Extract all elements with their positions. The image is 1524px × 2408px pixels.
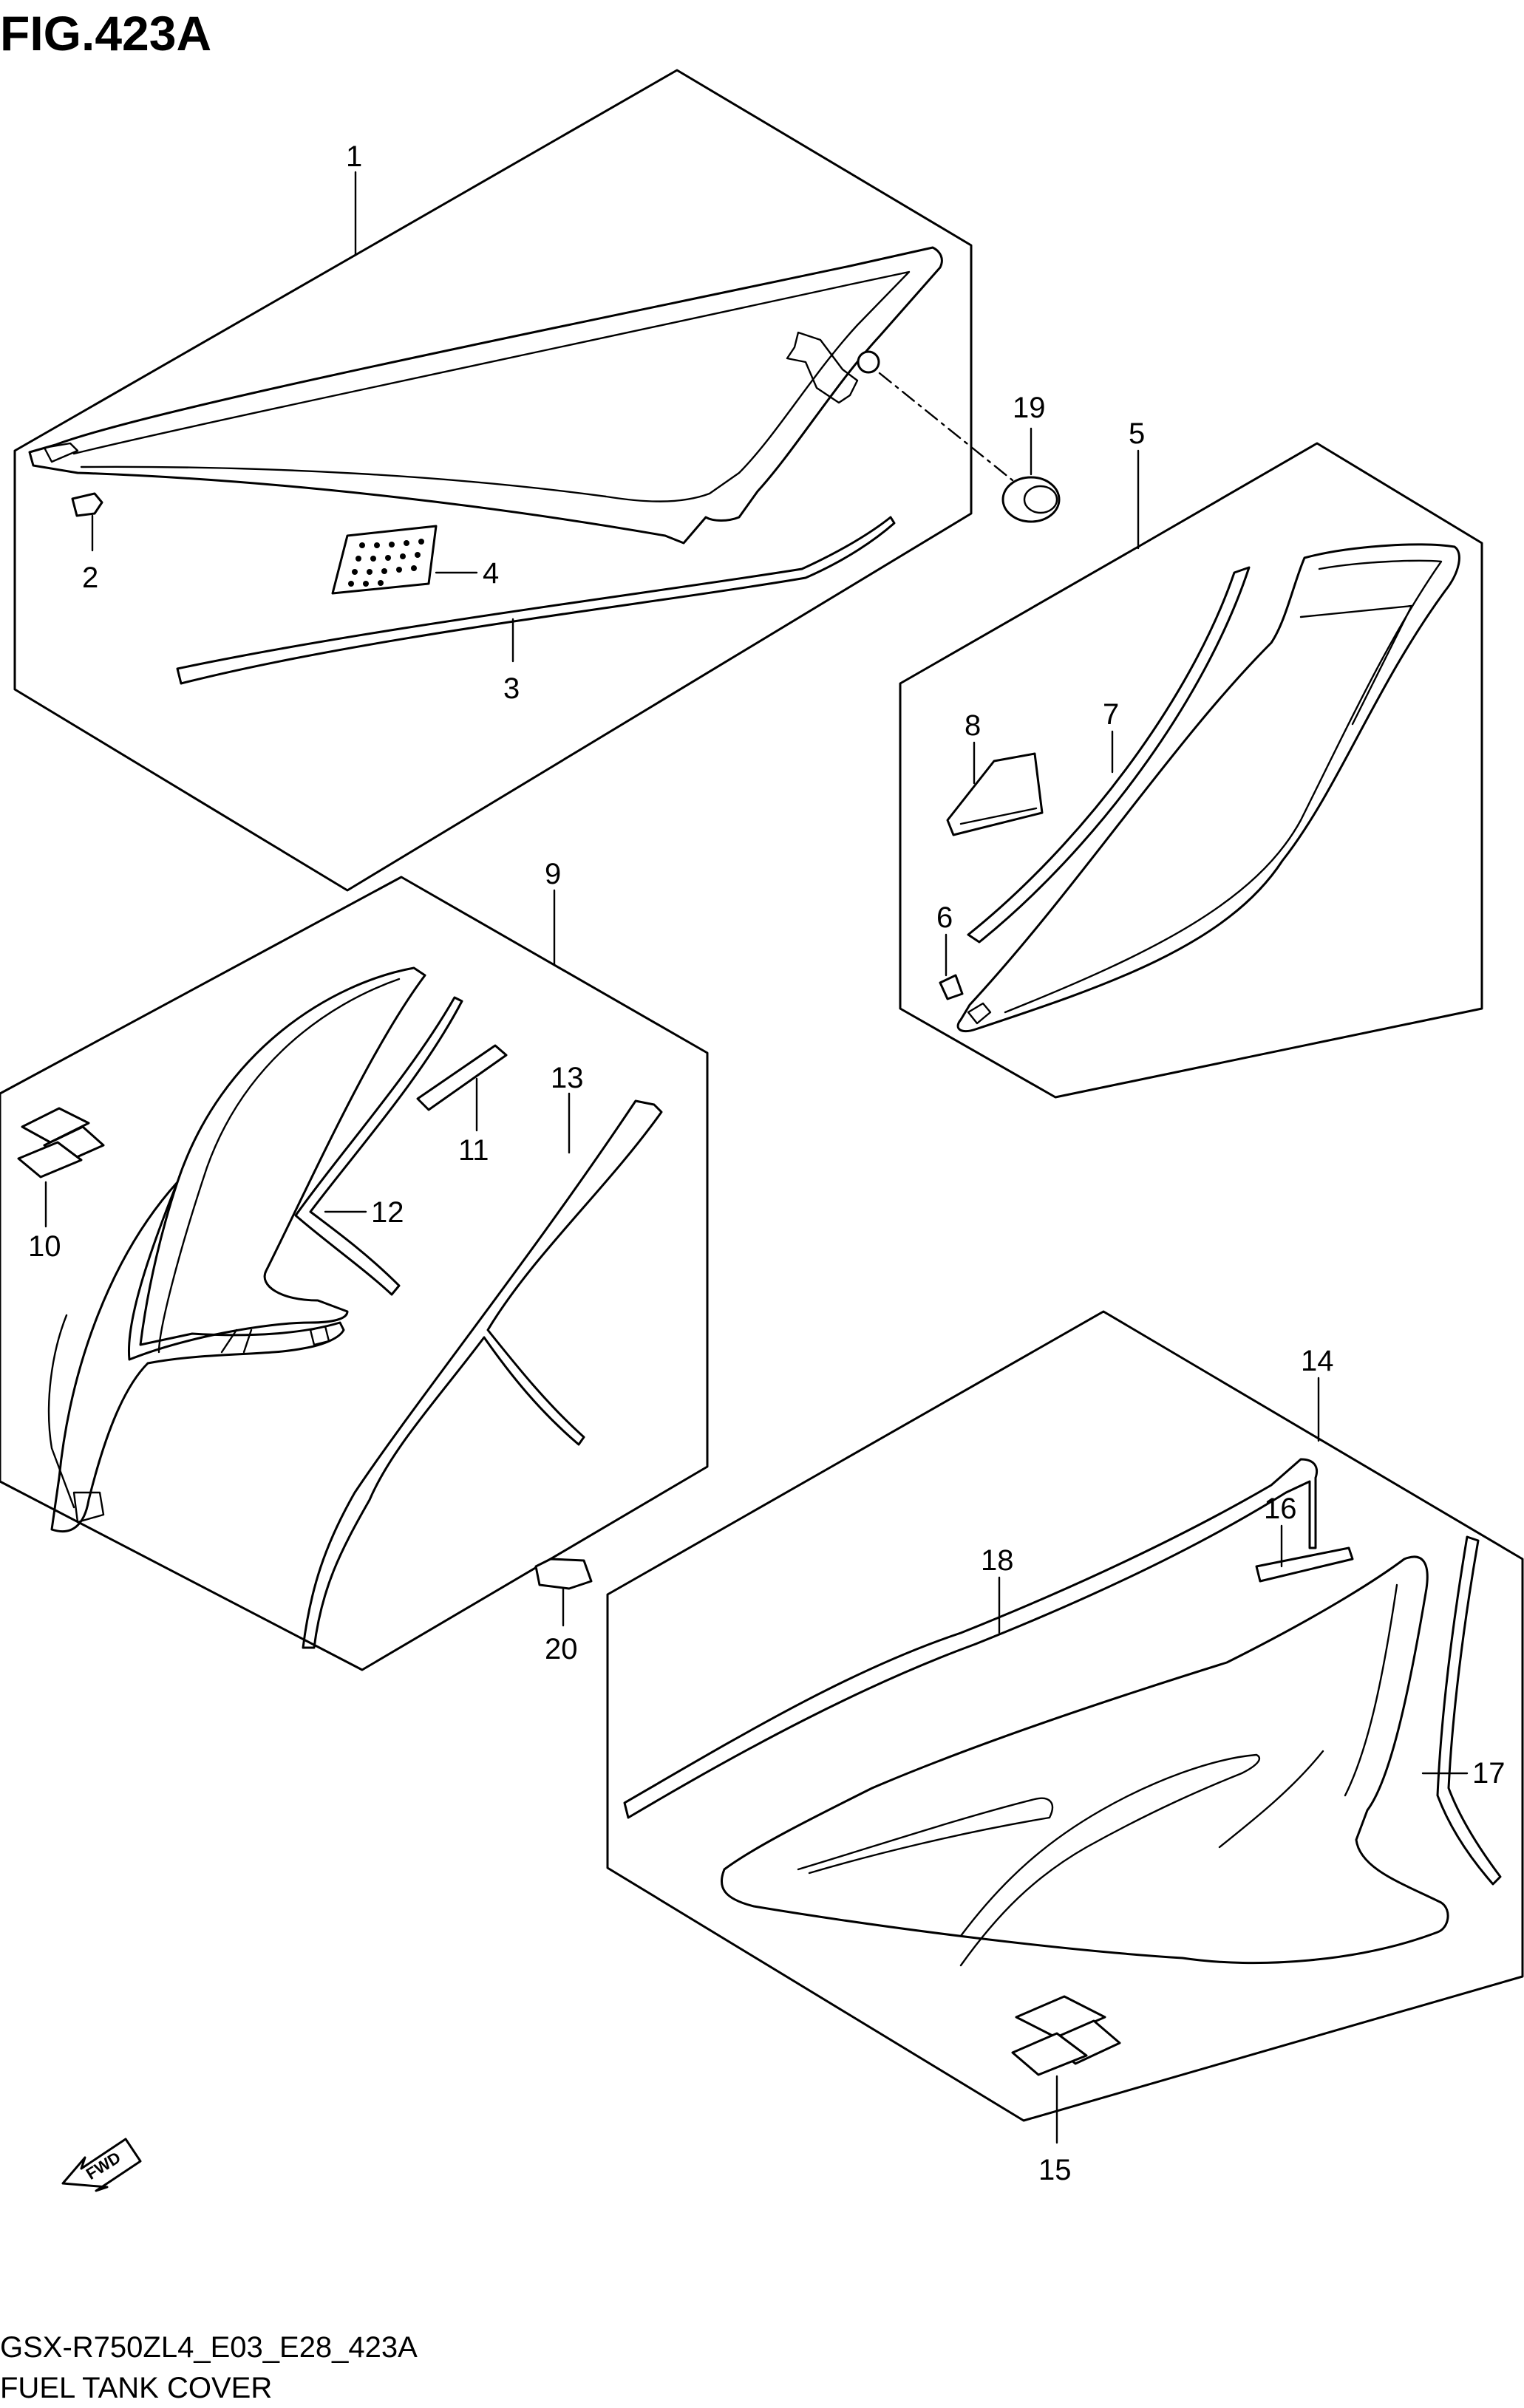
callout-11: 11 xyxy=(458,1134,489,1167)
footer-name: FUEL TANK COVER xyxy=(0,2372,272,2404)
part-15-emblem xyxy=(1011,1995,1121,2144)
box-9-cover-left xyxy=(0,876,709,1671)
callout-12: 12 xyxy=(371,1196,404,1229)
callout-18: 18 xyxy=(981,1544,1014,1577)
callout-14: 14 xyxy=(1301,1345,1334,1377)
callout-13: 13 xyxy=(551,1062,584,1094)
figure-title: FIG.423A xyxy=(0,6,211,61)
callout-20: 20 xyxy=(545,1633,578,1665)
box-14-cover-lower xyxy=(606,1310,1524,2144)
callout-8: 8 xyxy=(965,709,981,742)
callout-4: 4 xyxy=(483,557,499,590)
callout-17: 17 xyxy=(1472,1757,1506,1790)
fwd-arrow-icon: FWD xyxy=(61,2138,142,2192)
callout-9: 9 xyxy=(545,858,561,890)
callout-2: 2 xyxy=(82,562,98,594)
box-5-cover-right xyxy=(899,442,1483,1099)
part-20-clip xyxy=(534,1558,593,1627)
callout-19: 19 xyxy=(1013,392,1046,424)
callout-5: 5 xyxy=(1129,417,1145,450)
callout-labels: 1 2 3 4 5 6 7 8 9 10 11 12 13 14 15 16 1… xyxy=(28,140,1506,2186)
callout-16: 16 xyxy=(1264,1493,1297,1525)
callout-6: 6 xyxy=(936,901,953,934)
box-1-fuel-tank-cover-assy xyxy=(13,69,1014,892)
footer-code: GSX-R750ZL4_E03_E28_423A xyxy=(0,2331,418,2364)
callout-3: 3 xyxy=(503,672,520,705)
callout-15: 15 xyxy=(1038,2154,1072,2186)
callout-7: 7 xyxy=(1103,698,1119,731)
callout-10: 10 xyxy=(28,1230,61,1263)
part-19-grommet xyxy=(1001,427,1061,523)
callout-1: 1 xyxy=(346,140,362,173)
part-10-emblem xyxy=(17,1107,105,1228)
